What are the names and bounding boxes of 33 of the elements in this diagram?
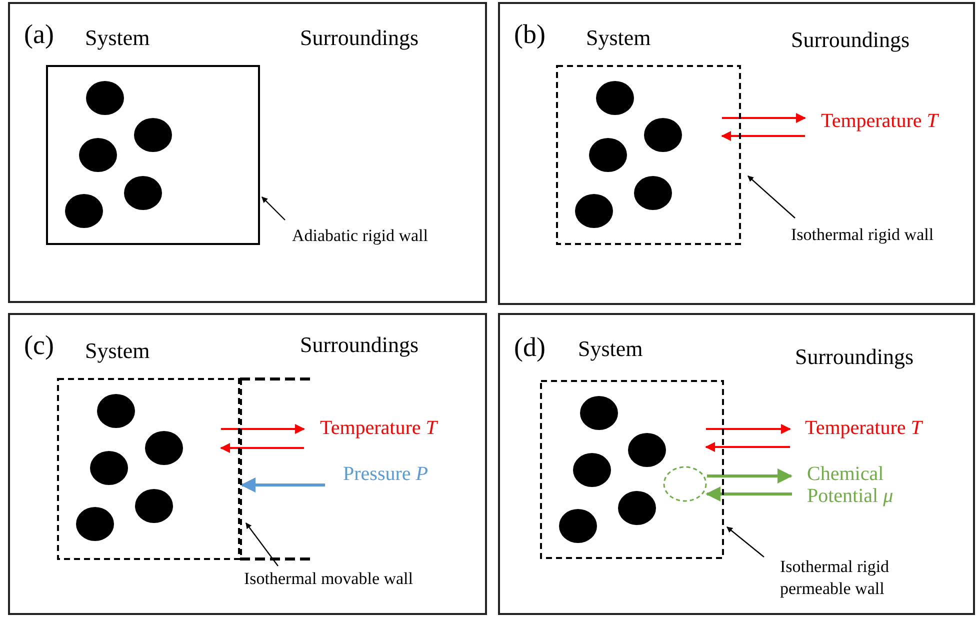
dashed-wall-boundary [540, 380, 724, 559]
region-label: System [85, 339, 150, 364]
panel-frame [498, 313, 975, 615]
quantity-label: Chemical Potential μ [807, 463, 894, 507]
panel-letter: (c) [24, 331, 54, 361]
quantity-label: Temperature T [805, 417, 922, 439]
dashed-wall-boundary [57, 378, 313, 560]
quantity-label: Temperature T [320, 417, 437, 439]
panel-letter: (b) [514, 20, 546, 50]
panel-frame [8, 313, 487, 615]
panel-frame [8, 2, 487, 303]
quantity-label: Pressure P [343, 463, 428, 485]
quantity-label: Temperature T [821, 110, 938, 132]
region-label: Surroundings [300, 26, 419, 50]
leader-line [262, 196, 286, 220]
panel-frame [498, 2, 975, 305]
panel-letter: (d) [514, 333, 546, 363]
region-label: System [578, 337, 643, 362]
dashed-wall-boundary [556, 65, 741, 245]
wall-label: Adiabatic rigid wall [292, 225, 428, 248]
leader-line [748, 176, 796, 218]
leader-line [246, 522, 278, 566]
region-label: System [586, 26, 651, 50]
wall-label: Isothermal rigid permeable wall [780, 556, 930, 600]
wall-boundary [46, 65, 260, 245]
region-label: Surroundings [791, 28, 910, 52]
region-label: Surroundings [300, 333, 419, 358]
wall-label: Isothermal movable wall [244, 568, 414, 590]
panel-letter: (a) [24, 20, 54, 50]
wall-label: Isothermal rigid wall [791, 224, 934, 246]
leader-line [726, 526, 764, 558]
region-label: System [85, 26, 150, 50]
region-label: Surroundings [795, 345, 914, 370]
